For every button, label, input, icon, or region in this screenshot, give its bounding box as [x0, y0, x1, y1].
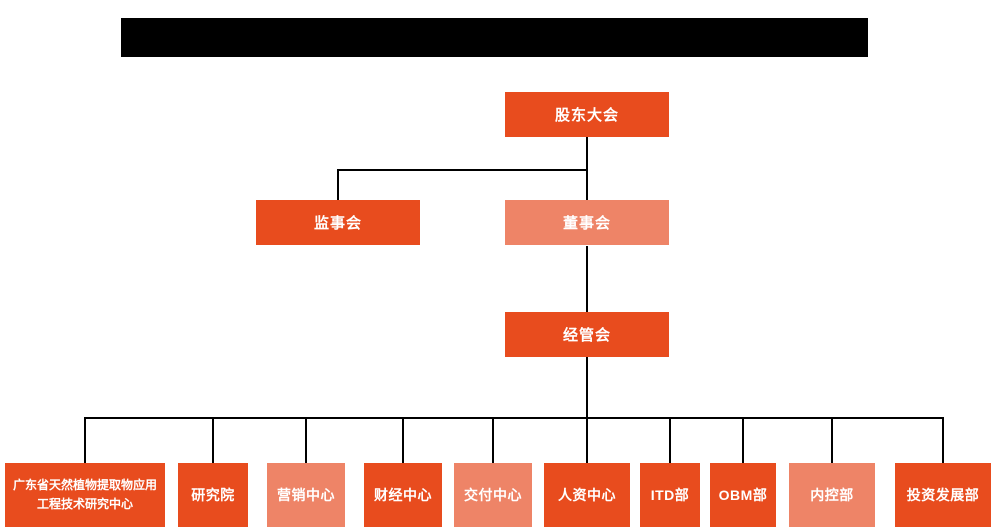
org-node-label: 营销中心 — [277, 487, 335, 503]
connector-line — [84, 417, 86, 463]
connector-line — [492, 417, 494, 463]
org-node-label: 广东省天然植物提取物应用工程技术研究中心 — [12, 478, 157, 511]
connector-line — [586, 246, 588, 312]
org-node-label: 人资中心 — [558, 487, 616, 503]
org-node-research-center: 广东省天然植物提取物应用工程技术研究中心 — [5, 463, 165, 527]
org-node-itd-department: ITD部 — [640, 463, 700, 527]
redacted-title-bar — [121, 18, 868, 57]
connector-line — [402, 417, 404, 463]
org-node-label: 内控部 — [810, 487, 854, 503]
org-node-label: 股东大会 — [554, 107, 619, 124]
org-node-board-of-directors: 董事会 — [505, 200, 669, 245]
org-node-label: 董事会 — [562, 215, 611, 232]
org-node-supervisory-board: 监事会 — [256, 200, 420, 245]
org-node-shareholders-meeting: 股东大会 — [505, 92, 669, 137]
connector-line — [669, 417, 671, 463]
connector-line — [84, 417, 944, 419]
connector-line — [831, 417, 833, 463]
connector-line — [305, 417, 307, 463]
connector-line — [337, 169, 339, 200]
connector-line — [337, 169, 588, 171]
connector-line — [586, 417, 588, 463]
org-node-marketing-center: 营销中心 — [267, 463, 345, 527]
org-node-research-institute: 研究院 — [178, 463, 248, 527]
org-node-investment-development-department: 投资发展部 — [895, 463, 991, 527]
org-node-label: OBM部 — [718, 487, 768, 503]
connector-line — [212, 417, 214, 463]
org-node-obm-department: OBM部 — [710, 463, 776, 527]
org-node-finance-center: 财经中心 — [364, 463, 442, 527]
connector-line — [586, 357, 588, 418]
connector-line — [942, 417, 944, 463]
org-node-label: ITD部 — [650, 487, 690, 503]
connector-line — [742, 417, 744, 463]
org-node-hr-center: 人资中心 — [544, 463, 630, 527]
org-node-label: 财经中心 — [374, 487, 432, 503]
org-node-label: 监事会 — [313, 215, 362, 232]
org-node-label: 交付中心 — [464, 487, 522, 503]
org-node-management-committee: 经管会 — [505, 312, 669, 357]
org-node-delivery-center: 交付中心 — [454, 463, 532, 527]
org-node-label: 投资发展部 — [906, 487, 980, 503]
connector-line — [586, 137, 588, 200]
org-node-internal-control-department: 内控部 — [789, 463, 875, 527]
org-node-label: 研究院 — [191, 487, 235, 503]
org-node-label: 经管会 — [562, 327, 611, 344]
